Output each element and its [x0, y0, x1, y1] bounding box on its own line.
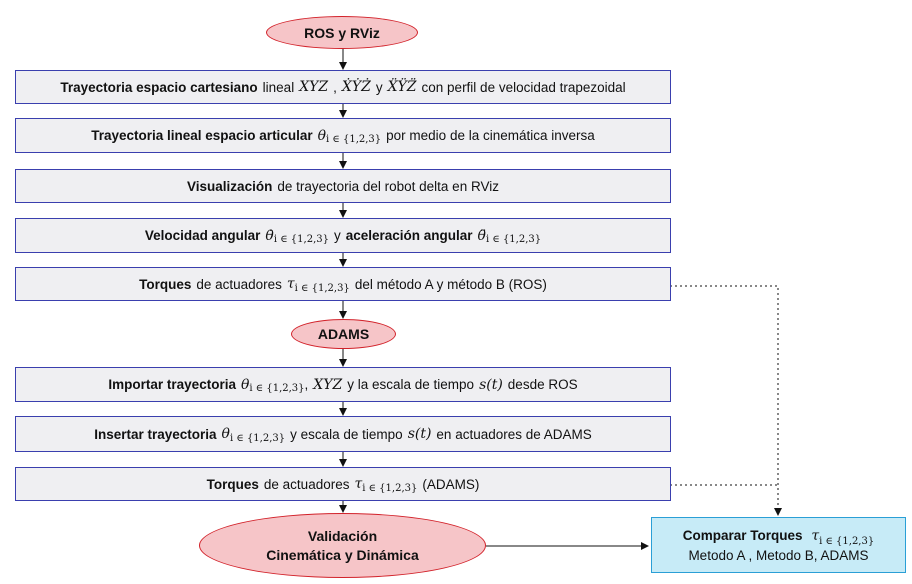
step7-theta: θ — [221, 426, 230, 442]
step1-bold: Trayectoria espacio cartesiano — [60, 79, 258, 95]
validation-line1: Validación — [307, 528, 378, 544]
adams-label: ADAMS — [317, 326, 370, 342]
step4-bold2: aceleración angular — [345, 228, 473, 243]
step6-xyz: XYZ — [313, 376, 343, 393]
step6-theta-subscript: i ∈ {1,2,3} — [249, 383, 305, 394]
step6-text2: desde ROS — [507, 377, 578, 392]
step4-y: y — [333, 228, 341, 243]
validation-line2: Cinemática y Dinámica — [266, 547, 419, 563]
step5-text1: de actuadores — [196, 276, 282, 292]
step2-bold: Trayectoria lineal espacio articular — [91, 128, 313, 143]
step1-xyz-ddot: ẌŸZ̈ — [387, 79, 417, 95]
step1-text2: con perfil de velocidad trapezoidal — [421, 79, 626, 95]
step-visualization: Visualización de trayectoria del robot d… — [15, 169, 671, 203]
step5-tau-subscript: i ∈ {1,2,3} — [294, 282, 350, 294]
compare-bold: Comparar Torques — [682, 527, 803, 543]
step4-theta-ddot: θ̈ — [477, 227, 486, 244]
step8-tau: τ — [354, 476, 363, 492]
step8-text1: de actuadores — [263, 476, 350, 492]
step5-text2: del método A y método B (ROS) — [354, 276, 547, 292]
step7-text2: en actuadores de ADAMS — [436, 426, 592, 442]
step7-bold: Insertar trayectoria — [94, 426, 217, 442]
step2-theta-subscript: i ∈ {1,2,3} — [326, 134, 382, 145]
step5-bold: Torques — [139, 276, 192, 292]
compare-tau-subscript: i ∈ {1,2,3} — [819, 535, 875, 547]
step7-st: s(t) — [407, 426, 432, 442]
step5-tau: τ — [286, 276, 295, 292]
step1-xyz-dot: ẊẎŻ — [341, 79, 371, 95]
step4-subscript2: i ∈ {1,2,3} — [485, 234, 542, 245]
step6-comma: , — [304, 377, 309, 392]
step-velocity-acceleration: Velocidad angular θ̇i ∈ {1,2,3} y aceler… — [15, 218, 671, 253]
step8-tau-subscript: i ∈ {1,2,3} — [362, 482, 418, 494]
step6-text1: y la escala de tiempo — [347, 377, 475, 392]
step6-bold: Importar trayectoria — [108, 377, 236, 392]
step-cartesian-trajectory: Trayectoria espacio cartesiano lineal XY… — [15, 70, 671, 104]
validation-oval: Validación Cinemática y Dinámica — [199, 513, 486, 578]
step3-text: de trayectoria del robot delta en RViz — [277, 178, 499, 194]
step1-comma: , — [333, 79, 337, 95]
step6-theta: θ — [240, 376, 250, 393]
ros-rviz-oval: ROS y RViz — [266, 16, 418, 49]
adams-oval: ADAMS — [291, 319, 396, 349]
step2-text: por medio de la cinemática inversa — [386, 128, 595, 143]
step1-xyz: XYZ — [299, 79, 329, 95]
step1-y: y — [375, 79, 383, 95]
step7-text1: y escala de tiempo — [290, 426, 403, 442]
compare-torques-box: Comparar Torques τi ∈ {1,2,3} Metodo A ,… — [651, 517, 906, 573]
step4-subscript1: i ∈ {1,2,3} — [273, 234, 329, 245]
step6-st: s(t) — [479, 376, 503, 393]
compare-line2: Metodo A , Metodo B, ADAMS — [688, 547, 869, 563]
step2-theta: θ — [317, 127, 327, 144]
step4-bold1: Velocidad angular — [144, 228, 261, 243]
dotted-line-ros-torques — [670, 285, 782, 516]
step8-bold: Torques — [206, 476, 259, 492]
compare-line1: Comparar Torques τi ∈ {1,2,3} — [682, 527, 875, 547]
step8-text2: (ADAMS) — [422, 476, 480, 492]
step4-theta-dot: θ̇ — [265, 227, 274, 244]
step3-bold: Visualización — [187, 178, 273, 194]
step7-theta-subscript: i ∈ {1,2,3} — [229, 432, 286, 444]
compare-tau: τ — [811, 527, 820, 544]
step1-text1: lineal — [262, 79, 295, 95]
ros-rviz-label: ROS y RViz — [304, 24, 380, 41]
